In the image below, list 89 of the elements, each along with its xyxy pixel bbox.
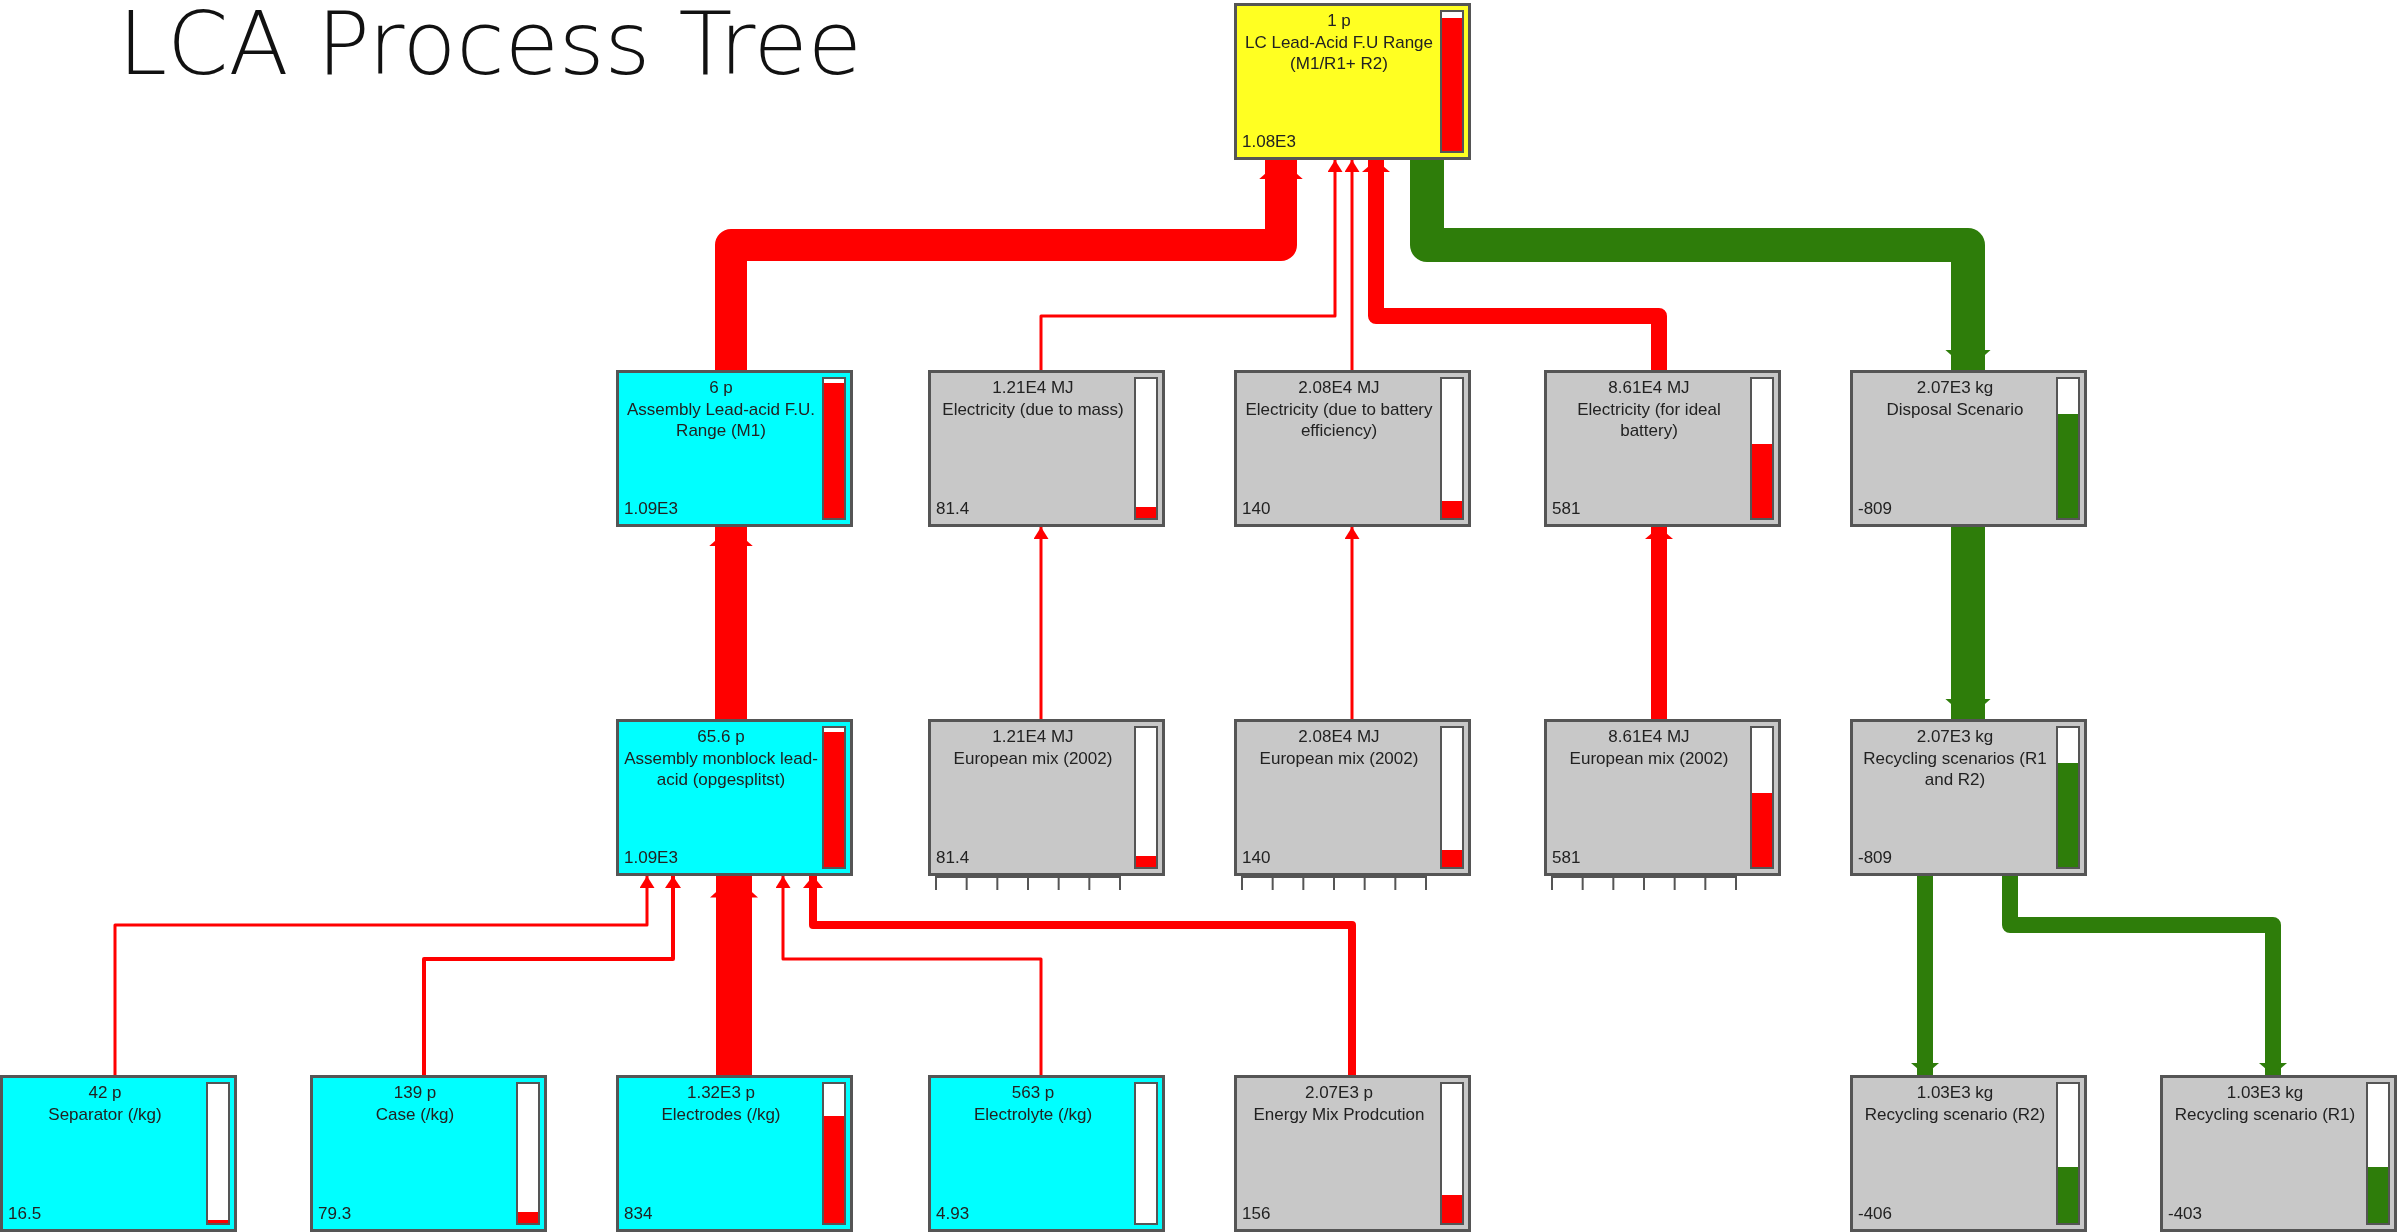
process-name: Assembly monblock lead-acid (opgesplitst) [623,748,819,790]
process-name: Recycling scenario (R1) [2173,1104,2357,1125]
process-box [616,1075,853,1232]
process-box [1234,370,1471,527]
score-value: 1.09E3 [624,499,678,519]
process-name: Electricity (due to mass) [941,399,1125,420]
process-name: LC Lead-Acid F.U Range (M1/R1+ R2) [1243,32,1434,74]
score-value: 581 [1552,848,1581,868]
title: LCA Process Tree [118,0,862,95]
flow-arrow [2002,876,2287,1075]
score-value: 140 [1242,848,1271,868]
amount-label: 1.21E4 MJ [991,377,1075,398]
amount-label: 2.07E3 kg [1915,726,1995,747]
amount-label: 1.21E4 MJ [991,726,1075,747]
flow-arrow [1645,527,1673,719]
score-value: 156 [1242,1204,1271,1224]
process-name: Assembly Lead-acid F.U. Range (M1) [626,399,816,441]
flow-arrow [1410,160,1991,370]
process-box [1544,370,1781,527]
process-box [310,1075,547,1232]
flow-arrow [715,160,1303,370]
process-name: Electrolyte (/kg) [972,1104,1094,1125]
score-value: 1.09E3 [624,848,678,868]
flow-arrow [1344,160,1360,370]
score-value: 581 [1552,499,1581,519]
process-name: Energy Mix Prodcution [1252,1104,1426,1125]
flow-arrow [709,527,753,719]
amount-label: 563 p [1010,1082,1056,1103]
score-value: 140 [1242,499,1271,519]
amount-label: 65.6 p [696,726,746,747]
flow-arrow [1033,527,1049,719]
flow-arrow [422,876,681,1075]
process-box [1850,370,2087,527]
process-box [1850,719,2087,876]
amount-label: 2.08E4 MJ [1297,726,1381,747]
process-name: European mix (2002) [1568,748,1730,769]
process-name: European mix (2002) [1258,748,1420,769]
process-box [928,370,1165,527]
amount-label: 1.03E3 kg [1915,1082,1995,1103]
score-value: 834 [624,1204,653,1224]
amount-label: 6 p [708,377,734,398]
amount-label: 1.03E3 kg [2225,1082,2305,1103]
score-value: -406 [1858,1204,1893,1224]
amount-label: 1.32E3 p [685,1082,757,1103]
process-box [0,1075,237,1232]
score-value: -809 [1858,848,1893,868]
amount-label: 2.07E3 kg [1915,377,1995,398]
score-value: 1.08E3 [1242,132,1296,152]
score-value: 4.93 [936,1204,970,1224]
process-name: Electricity (for ideal battery) [1576,399,1722,441]
amount-label: 8.61E4 MJ [1607,726,1691,747]
process-name: Case (/kg) [374,1104,456,1125]
process-box [1234,1075,1471,1232]
process-box [928,719,1165,876]
process-box [928,1075,1165,1232]
amount-label: 42 p [87,1082,123,1103]
amount-label: 2.07E3 p [1303,1082,1375,1103]
score-value: 79.3 [318,1204,352,1224]
process-name: European mix (2002) [952,748,1114,769]
score-value: -403 [2168,1204,2203,1224]
flow-arrow [1945,527,1991,719]
flow-arrow [1344,527,1360,719]
amount-label: 1 p [1326,10,1352,31]
flow-arrow [803,876,1356,1075]
score-value: 16.5 [8,1204,42,1224]
score-value: 81.4 [936,499,970,519]
flow-arrow [113,876,655,1075]
process-box [1234,719,1471,876]
amount-label: 139 p [392,1082,438,1103]
process-name: Recycling scenario (R2) [1863,1104,2047,1125]
process-box [1850,1075,2087,1232]
process-name: Recycling scenarios (R1 and R2) [1862,748,2048,790]
amount-label: 8.61E4 MJ [1607,377,1691,398]
process-box [2160,1075,2397,1232]
flow-arrow [1362,160,1667,370]
process-name: Disposal Scenario [1885,399,2025,420]
process-box [616,370,853,527]
amount-label: 2.08E4 MJ [1297,377,1381,398]
process-box [616,719,853,876]
process-box [1234,3,1471,160]
flow-arrow [775,876,1043,1075]
process-name: Electricity (due to battery efficiency) [1244,399,1434,441]
process-name: Electrodes (/kg) [660,1104,782,1125]
flow-arrow [1911,876,1939,1075]
process-box [1544,719,1781,876]
score-value: -809 [1858,499,1893,519]
score-value: 81.4 [936,848,970,868]
flow-arrow [1039,160,1343,370]
process-name: Separator (/kg) [47,1104,163,1125]
